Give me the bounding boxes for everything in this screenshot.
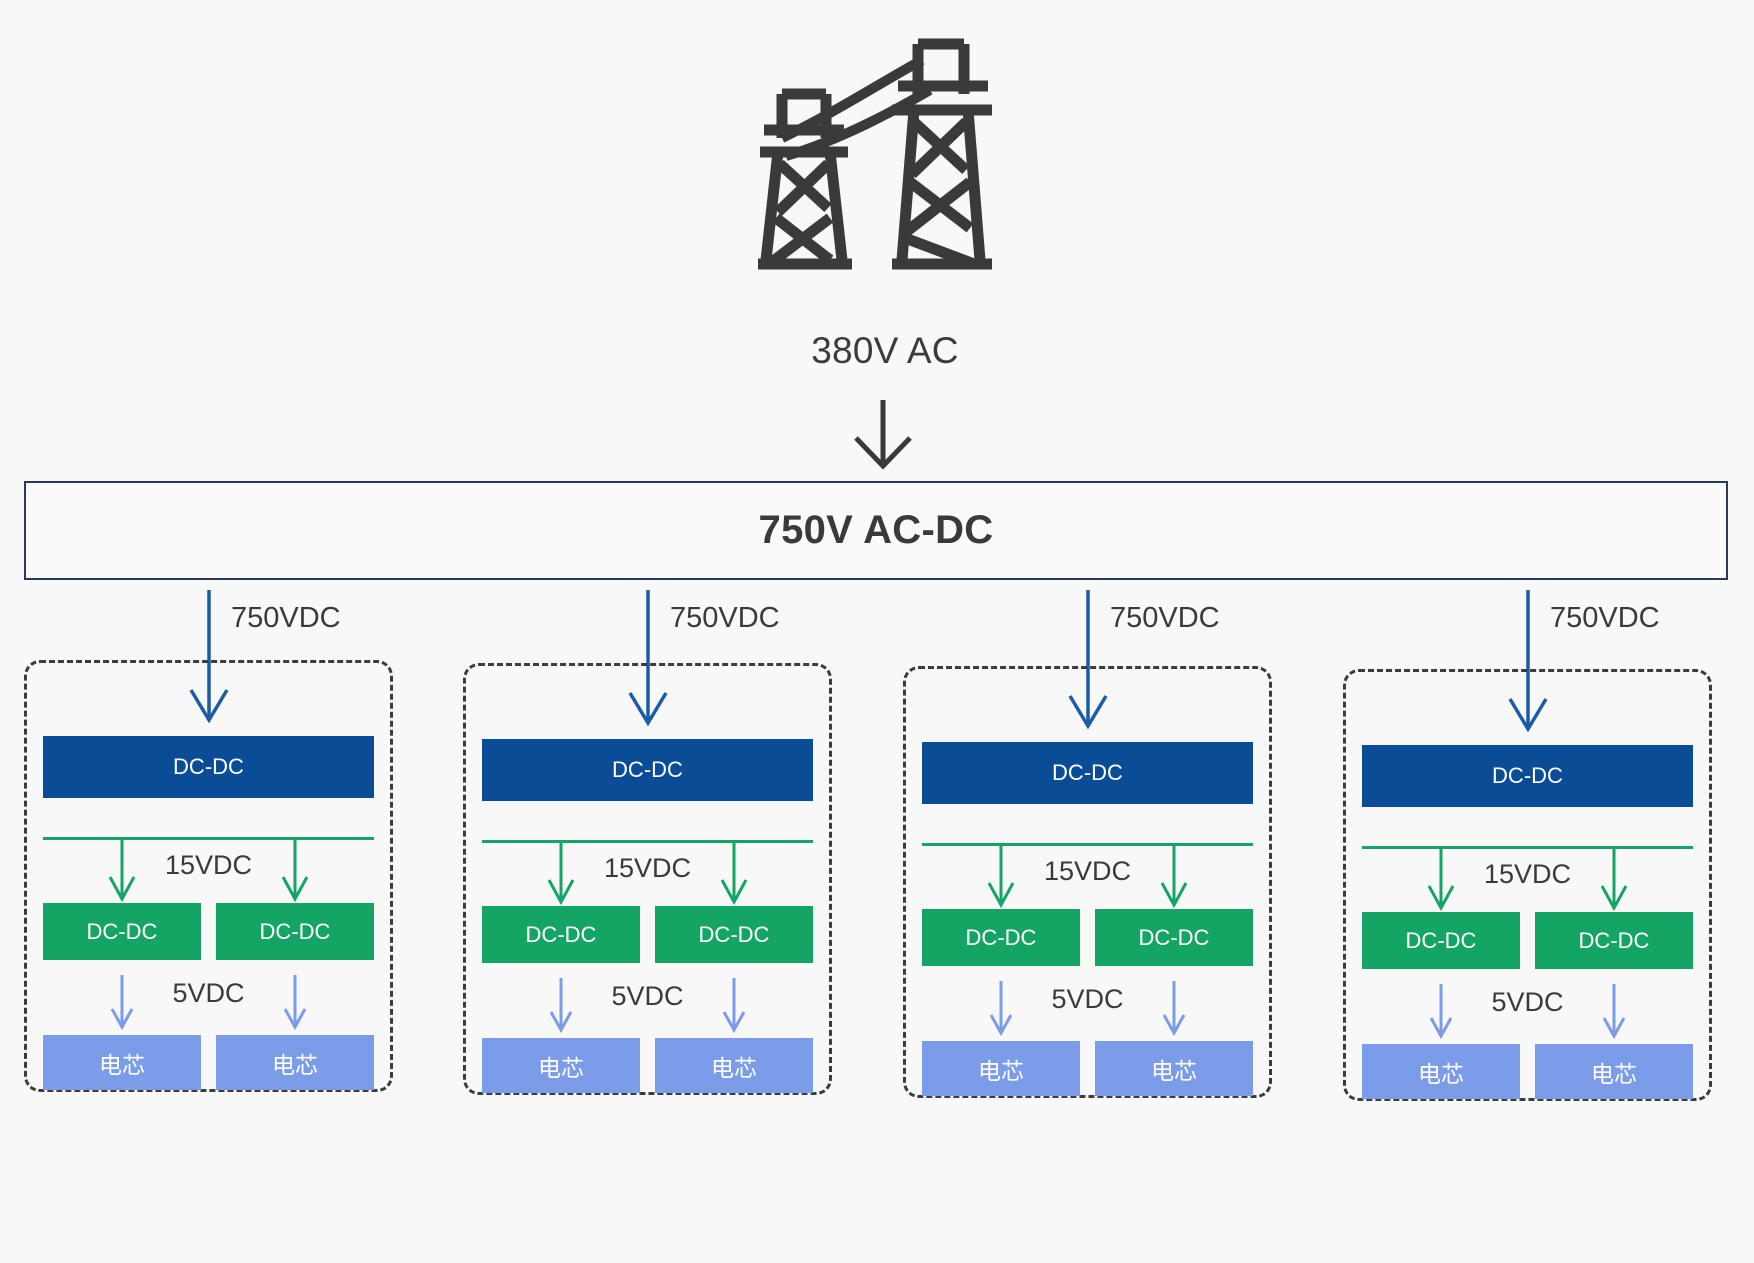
mid-branch-arrow (1419, 846, 1463, 912)
rack-enclosure (24, 660, 393, 1092)
battery-cell-block: 电芯 (216, 1035, 374, 1090)
ac-dc-converter-bar: 750V AC-DC (24, 481, 1728, 580)
mid-voltage-bus (43, 837, 374, 840)
low-voltage-arrow (1592, 984, 1636, 1048)
hv-feed-arrow (177, 590, 241, 724)
mid-voltage-label: 15VDC (164, 850, 253, 880)
mid-dcdc-block: DC-DC (216, 903, 374, 960)
rack-enclosure (903, 666, 1272, 1098)
battery-cell-block: 电芯 (1535, 1044, 1693, 1099)
battery-cell-block: 电芯 (1095, 1041, 1253, 1096)
hv-dcdc-block: DC-DC (1362, 745, 1693, 807)
ac-dc-converter-label: 750V AC-DC (758, 508, 994, 552)
low-voltage-label: 5VDC (611, 981, 684, 1011)
low-voltage-arrow (712, 978, 756, 1042)
mid-branch-arrow (712, 840, 756, 906)
low-voltage-label: 5VDC (1491, 987, 1564, 1017)
mid-dcdc-block: DC-DC (1095, 909, 1253, 966)
mid-branch-arrow (979, 843, 1023, 909)
mid-branch-arrow (273, 837, 317, 903)
transmission-tower-icon (752, 38, 1012, 287)
mid-branch-arrow (1152, 843, 1196, 909)
mid-voltage-bus (922, 843, 1253, 846)
low-voltage-arrow (979, 981, 1023, 1045)
mid-dcdc-block: DC-DC (1535, 912, 1693, 969)
mid-dcdc-block: DC-DC (43, 903, 201, 960)
hv-feed-label: 750VDC (231, 602, 341, 634)
rack-enclosure (1343, 669, 1712, 1101)
battery-cell-block: 电芯 (43, 1035, 201, 1090)
low-voltage-label: 5VDC (172, 978, 245, 1008)
source-voltage-label: 380V AC (811, 330, 959, 371)
mid-branch-arrow (539, 840, 583, 906)
source-to-converter-arrow (838, 400, 928, 470)
hv-feed-label: 750VDC (670, 602, 780, 634)
battery-cell-block: 电芯 (922, 1041, 1080, 1096)
low-voltage-arrow (100, 975, 144, 1039)
mid-branch-arrow (100, 837, 144, 903)
hv-feed-label: 750VDC (1550, 602, 1660, 634)
hv-dcdc-block: DC-DC (482, 739, 813, 801)
mid-dcdc-block: DC-DC (922, 909, 1080, 966)
mid-dcdc-block: DC-DC (482, 906, 640, 963)
hv-feed-arrow (616, 590, 680, 727)
mid-voltage-label: 15VDC (603, 853, 692, 883)
battery-cell-block: 电芯 (1362, 1044, 1520, 1099)
low-voltage-arrow (539, 978, 583, 1042)
mid-voltage-label: 15VDC (1043, 856, 1132, 886)
hv-feed-arrow (1056, 590, 1120, 730)
low-voltage-arrow (273, 975, 317, 1039)
hv-dcdc-block: DC-DC (922, 742, 1253, 804)
rack-enclosure (463, 663, 832, 1095)
mid-dcdc-block: DC-DC (655, 906, 813, 963)
mid-branch-arrow (1592, 846, 1636, 912)
battery-cell-block: 电芯 (655, 1038, 813, 1093)
mid-dcdc-block: DC-DC (1362, 912, 1520, 969)
low-voltage-label: 5VDC (1051, 984, 1124, 1014)
hv-dcdc-block: DC-DC (43, 736, 374, 798)
hv-feed-arrow (1496, 590, 1560, 733)
mid-voltage-label: 15VDC (1483, 859, 1572, 889)
hv-feed-label: 750VDC (1110, 602, 1220, 634)
mid-voltage-bus (1362, 846, 1693, 849)
battery-cell-block: 电芯 (482, 1038, 640, 1093)
low-voltage-arrow (1152, 981, 1196, 1045)
mid-voltage-bus (482, 840, 813, 843)
low-voltage-arrow (1419, 984, 1463, 1048)
